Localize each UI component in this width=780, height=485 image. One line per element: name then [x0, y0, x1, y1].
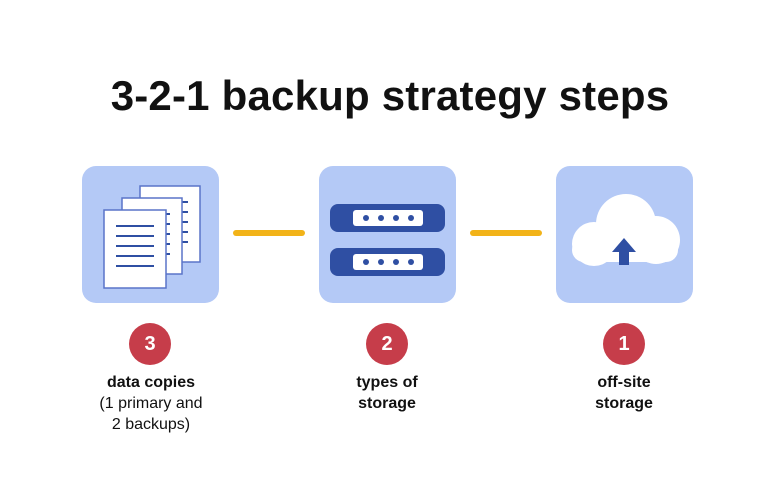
step-label-bold-2: storage	[358, 395, 416, 412]
tile-off-site-storage	[556, 166, 693, 303]
step-label-detail-1: (1 primary and	[99, 395, 203, 412]
page-title: 3-2-1 backup strategy steps	[110, 72, 670, 119]
step-label-data-copies: data copies (1 primary and 2 backups)	[61, 372, 241, 435]
tile-data-copies	[82, 166, 219, 303]
up-arrow-icon	[612, 238, 636, 265]
step-label-detail-2: 2 backups)	[111, 416, 191, 433]
connector-line-1	[233, 230, 305, 236]
server-unit-top	[330, 204, 445, 232]
connector-line-2	[470, 230, 542, 236]
step-label-bold-2: storage	[595, 395, 653, 412]
server-storage-icon	[330, 204, 445, 276]
step-number-badge-1: 3	[129, 323, 171, 365]
step-number-badge-3: 1	[603, 323, 645, 365]
step-label-bold-1: types of	[356, 374, 418, 391]
step-number-badge-2: 2	[366, 323, 408, 365]
step-label-bold: data copies	[106, 374, 196, 391]
tile-types-of-storage	[319, 166, 456, 303]
documents-icon	[103, 185, 201, 289]
step-label-off-site-storage: off-site storage	[534, 372, 714, 414]
step-label-types-of-storage: types of storage	[297, 372, 477, 414]
step-label-bold-1: off-site	[597, 374, 651, 391]
cloud-upload-icon	[572, 194, 680, 266]
server-unit-bottom	[330, 248, 445, 276]
